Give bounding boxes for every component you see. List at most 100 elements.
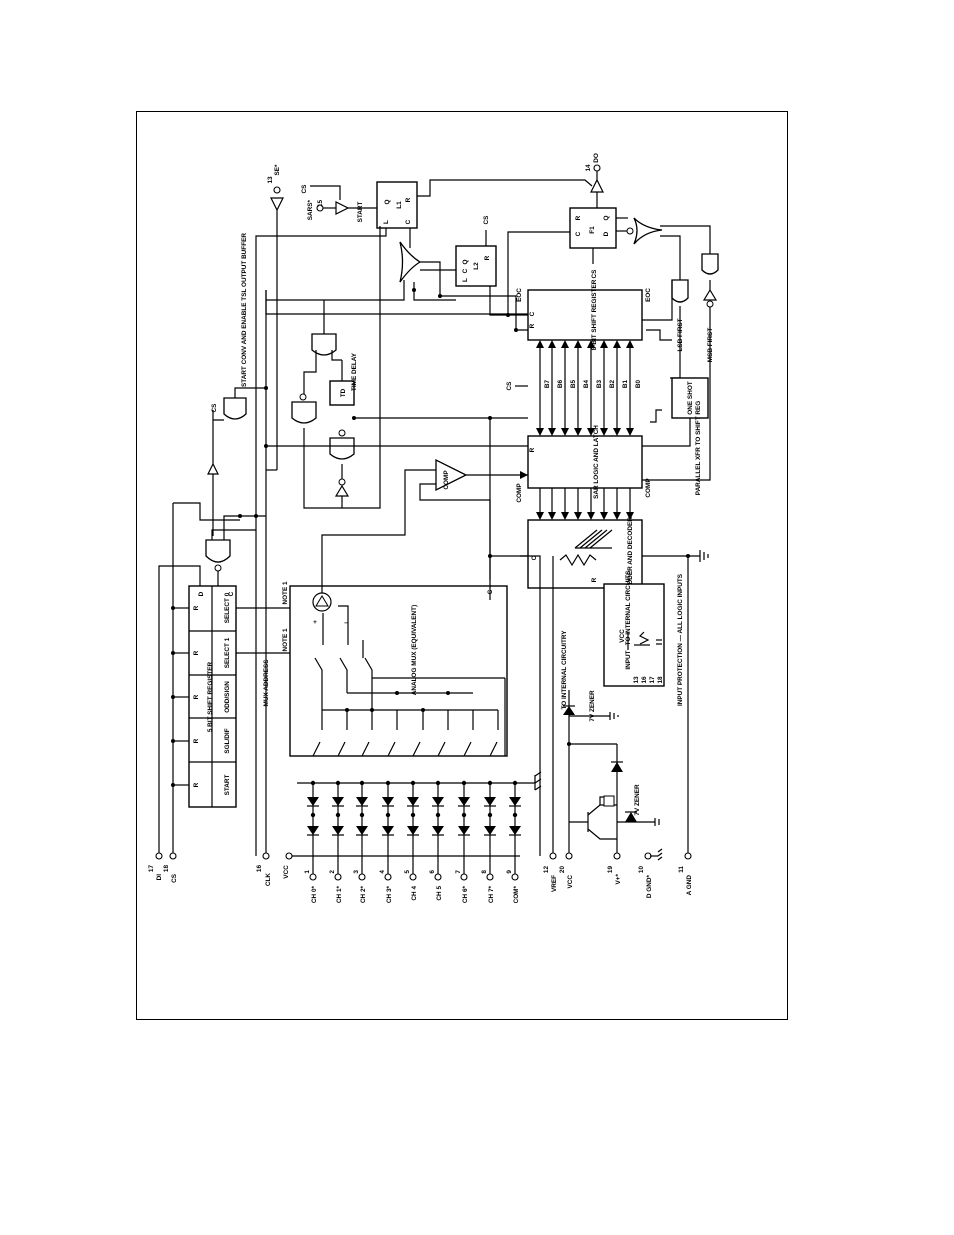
svg-text:11: 11: [678, 866, 685, 873]
control-wires: [264, 231, 691, 856]
pin-agnd: 11 A GND: [678, 556, 693, 895]
svg-text:F1: F1: [589, 226, 596, 234]
svg-text:CS: CS: [506, 381, 513, 391]
svg-text:COMP: COMP: [645, 478, 652, 498]
svg-text:CH 4: CH 4: [411, 886, 418, 901]
svg-text:LADDER AND DECODER: LADDER AND DECODER: [627, 517, 634, 593]
svg-text:CH 0*: CH 0*: [311, 886, 318, 904]
svg-text:SELECT 1: SELECT 1: [224, 637, 231, 668]
pin-vcc-input: VCC: [283, 852, 520, 879]
shift-register-5bit: START SGL/DIF ODD/SIGN SELECT 1 SELECT 0…: [158, 565, 237, 808]
svg-text:D GND*: D GND*: [646, 875, 653, 899]
svg-text:7V ZENER: 7V ZENER: [634, 784, 641, 816]
shift-register-8bit: 8-BIT SHIFT REGISTER EOC EOC R C: [516, 279, 652, 350]
svg-text:B7: B7: [544, 379, 551, 388]
zener-vcc: 7V ZENER: [563, 690, 619, 746]
svg-text:C: C: [531, 555, 538, 560]
svg-text:R: R: [405, 197, 412, 202]
svg-text:EOC: EOC: [516, 288, 523, 302]
svg-text:5 BIT SHIFT REGISTER: 5 BIT SHIFT REGISTER: [207, 661, 214, 732]
ladder-and-decoder: LADDER AND DECODER C R: [490, 517, 709, 593]
svg-text:10: 10: [638, 866, 645, 874]
svg-text:6: 6: [429, 870, 436, 874]
svg-text:Q: Q: [462, 259, 469, 264]
svg-text:VREF: VREF: [551, 875, 558, 892]
svg-text:SAR LOGIC AND LATCH: SAR LOGIC AND LATCH: [593, 425, 600, 499]
svg-text:L2: L2: [473, 262, 480, 270]
svg-text:B3: B3: [596, 379, 603, 388]
svg-text:13: 13: [633, 676, 640, 684]
svg-text:VCC: VCC: [619, 629, 626, 643]
svg-text:SGL/DIF: SGL/DIF: [224, 728, 231, 753]
svg-text:CS: CS: [483, 215, 490, 225]
svg-text:9: 9: [506, 870, 513, 874]
svg-text:8: 8: [481, 870, 488, 874]
pin-cs: 18 CS: [163, 503, 178, 883]
svg-text:B1: B1: [622, 379, 629, 388]
svg-text:SE*: SE*: [274, 164, 281, 176]
svg-text:START: START: [224, 774, 231, 795]
svg-text:R: R: [484, 255, 491, 260]
cs-labels: CS CS CS: [483, 215, 598, 391]
analog-mux: ANALOG MUX (EQUIVALENT) C: [289, 469, 508, 757]
pin-vcc: 20 VCC TO INTERNAL CIRCUITRY: [559, 630, 574, 889]
svg-text:17: 17: [649, 676, 656, 684]
svg-text:5: 5: [404, 870, 411, 874]
svg-text:CH 2*: CH 2*: [360, 886, 367, 904]
svg-text:20: 20: [559, 866, 566, 874]
sar-logic-latch: SAR LOGIC AND LATCH COMP COMP R: [516, 425, 652, 503]
svg-text:B4: B4: [583, 379, 590, 388]
svg-text:CH 6*: CH 6*: [462, 886, 469, 904]
latch-l1: Q L1 L C R: [376, 181, 418, 229]
bit-bus: B7 B6 B5 B4 B3 B2 B1 B0: [536, 340, 642, 436]
pin-dgnd: 10 D GND*: [638, 848, 663, 899]
svg-text:COMP: COMP: [443, 470, 450, 490]
sar-to-ladder-bus: [536, 488, 634, 520]
svg-text:V+*: V+*: [615, 873, 622, 884]
channel-protection-diodes: [297, 771, 542, 836]
nand-gate-input: [173, 502, 266, 586]
svg-text:R: R: [591, 577, 598, 582]
svg-text:R: R: [193, 694, 200, 699]
svg-text:START: START: [357, 201, 364, 222]
svg-text:4: 4: [379, 870, 386, 874]
or-gate-start: [255, 228, 456, 856]
svg-text:TD: TD: [340, 388, 347, 397]
svg-text:TO INTERNAL CIRCUITRY: TO INTERNAL CIRCUITRY: [561, 630, 568, 710]
svg-text:16: 16: [641, 676, 648, 684]
svg-text:C: C: [575, 231, 582, 236]
svg-text:Q: Q: [384, 199, 391, 204]
figure-frame: [136, 111, 788, 1020]
pin-do: 14 DO: [417, 153, 604, 208]
svg-text:COM*: COM*: [513, 885, 520, 903]
one-shot: ONE SHOT PARALLEL XFR TO SHIFT REG: [650, 377, 709, 495]
svg-text:DO: DO: [593, 153, 600, 163]
pin-clk: 16 CLK: [256, 290, 272, 886]
svg-text:ODD/SIGN: ODD/SIGN: [224, 681, 231, 713]
svg-text:D: D: [603, 231, 610, 236]
svg-text:MUX ADDRESS: MUX ADDRESS: [263, 659, 270, 707]
flipflop-f1: C F1 R Q D: [569, 207, 617, 249]
svg-text:13: 13: [267, 176, 274, 184]
svg-text:VCC: VCC: [283, 865, 290, 879]
svg-text:LSB FIRST: LSB FIRST: [677, 318, 684, 351]
svg-text:D: D: [198, 591, 205, 596]
svg-text:NOTE 1: NOTE 1: [282, 628, 289, 652]
svg-text:TIME DELAY: TIME DELAY: [351, 352, 358, 391]
svg-text:DI: DI: [156, 874, 163, 881]
svg-text:R: R: [575, 215, 582, 220]
or-gate-output: [616, 217, 711, 280]
svg-text:R: R: [193, 782, 200, 787]
svg-text:VCC: VCC: [567, 875, 574, 889]
svg-text:ANALOG MUX (EQUIVALENT): ANALOG MUX (EQUIVALENT): [411, 605, 418, 695]
svg-text:2: 2: [329, 870, 336, 874]
pin-sars: 15 SARS* CS START: [301, 184, 377, 222]
svg-text:CH 5: CH 5: [436, 886, 443, 901]
svg-text:18: 18: [657, 676, 664, 684]
svg-text:L: L: [383, 220, 390, 224]
svg-text:L1: L1: [396, 201, 403, 209]
latch-l2: Q L2 L C R: [455, 245, 497, 287]
svg-text:EOC: EOC: [645, 288, 652, 302]
svg-text:CS: CS: [211, 403, 218, 413]
svg-text:12: 12: [543, 866, 550, 874]
